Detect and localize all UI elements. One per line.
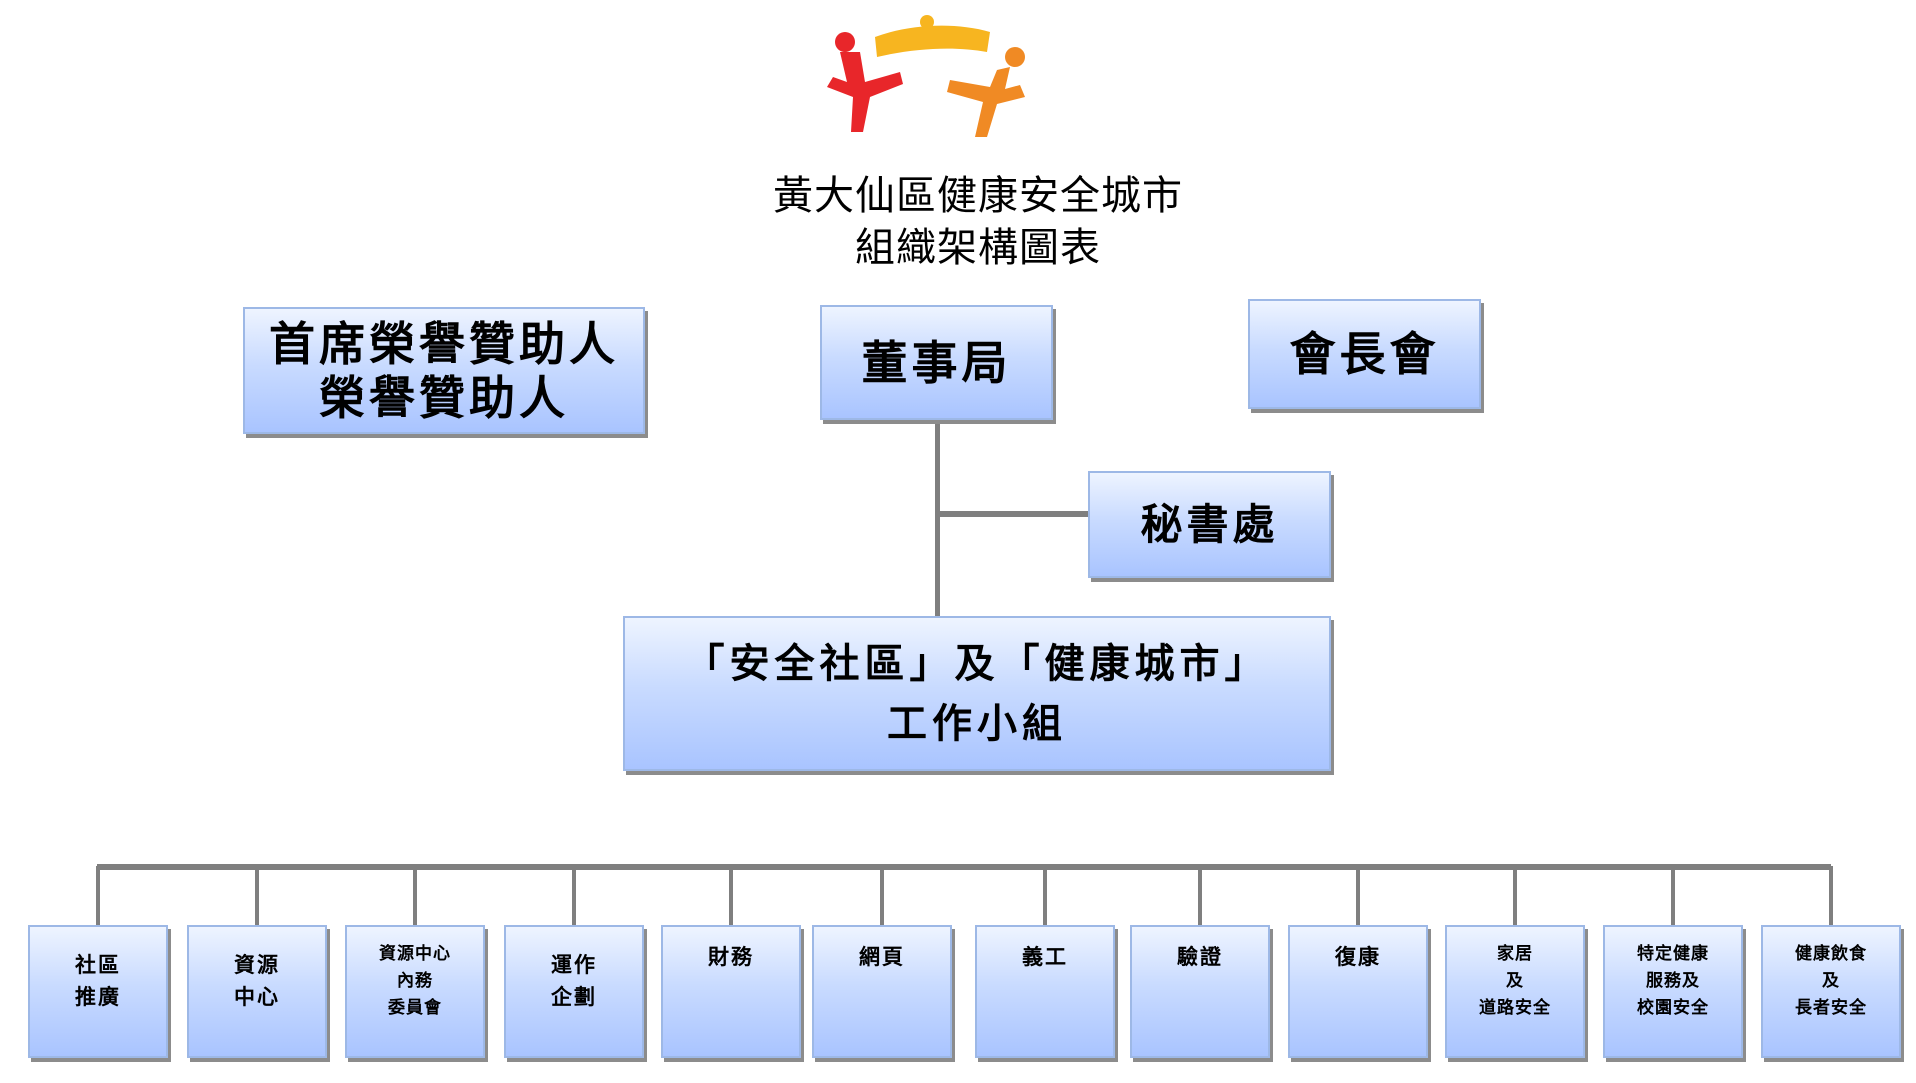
connector-secretariat — [935, 511, 1088, 517]
branch-connector — [1198, 866, 1202, 925]
chart-title-line1: 黃大仙區健康安全城市 — [773, 173, 1183, 219]
working-group-box: 「安全社區」及「健康城市」 工作小組 — [623, 616, 1331, 771]
branch-connector — [96, 866, 100, 925]
patrons-honorary-label: 榮譽贊助人 — [319, 370, 569, 425]
patrons-box: 首席榮譽贊助人 榮譽贊助人 — [243, 307, 645, 434]
board-box: 董事局 — [820, 305, 1053, 420]
working-group-line1: 「安全社區」及「健康城市」 — [684, 639, 1270, 687]
branch-label: 委員會 — [388, 998, 442, 1018]
patrons-chief-label: 首席榮譽贊助人 — [269, 316, 619, 371]
branch-connector — [1671, 866, 1675, 925]
branch-connector — [880, 866, 884, 925]
branch-label: 道路安全 — [1479, 998, 1551, 1018]
secretariat-label: 秘書處 — [1140, 499, 1279, 549]
chart-title-line2: 組織架構圖表 — [855, 225, 1101, 271]
branch-label: 運作 — [551, 952, 597, 977]
branch-box: 健康飲食及長者安全 — [1761, 925, 1901, 1058]
branch-label: 復康 — [1335, 944, 1381, 969]
branch-connector — [413, 866, 417, 925]
branch-label: 特定健康 — [1637, 944, 1709, 964]
branch-box: 特定健康服務及校園安全 — [1603, 925, 1743, 1058]
branch-box: 驗證 — [1130, 925, 1270, 1058]
branch-label: 中心 — [234, 984, 280, 1009]
branch-box: 資源中心內務委員會 — [345, 925, 485, 1058]
branch-label: 內務 — [397, 971, 433, 991]
branch-label: 資源中心 — [379, 944, 451, 964]
branch-box: 運作企劃 — [504, 925, 644, 1058]
branch-connector — [572, 866, 576, 925]
branch-connector — [729, 866, 733, 925]
branch-label: 企劃 — [551, 984, 597, 1009]
branch-label: 服務及 — [1646, 971, 1700, 991]
branch-connector — [1356, 866, 1360, 925]
branch-label: 資源 — [234, 952, 280, 977]
branch-box: 資源中心 — [187, 925, 327, 1058]
branch-connector — [1043, 866, 1047, 925]
branch-label: 義工 — [1022, 944, 1068, 969]
branch-box: 義工 — [975, 925, 1115, 1058]
branch-box: 社區推廣 — [28, 925, 168, 1058]
council-label: 會長會 — [1289, 327, 1440, 381]
council-box: 會長會 — [1248, 299, 1481, 409]
working-group-line2: 工作小組 — [887, 699, 1067, 747]
branch-label: 長者安全 — [1795, 998, 1867, 1018]
branch-label: 校園安全 — [1637, 998, 1709, 1018]
branch-connector — [255, 866, 259, 925]
branch-label: 及 — [1822, 971, 1840, 991]
branch-label: 健康飲食 — [1795, 944, 1867, 964]
branch-box: 財務 — [661, 925, 801, 1058]
branch-label: 社區 — [75, 952, 121, 977]
branch-label: 驗證 — [1177, 944, 1223, 969]
branch-box: 網頁 — [812, 925, 952, 1058]
branch-label: 網頁 — [859, 944, 905, 969]
branch-connector — [1513, 866, 1517, 925]
connector-board-down — [935, 420, 940, 616]
secretariat-box: 秘書處 — [1088, 471, 1331, 578]
board-label: 董事局 — [861, 335, 1012, 390]
branch-label: 財務 — [708, 944, 754, 969]
branch-box: 復康 — [1288, 925, 1428, 1058]
branch-label: 及 — [1506, 971, 1524, 991]
branch-label: 推廣 — [75, 984, 121, 1009]
connector-branch-bus — [97, 864, 1831, 870]
two-figures-logo-icon — [827, 15, 1025, 137]
branch-box: 家居及道路安全 — [1445, 925, 1585, 1058]
branch-connector — [1829, 866, 1833, 925]
branch-label: 家居 — [1497, 944, 1533, 964]
